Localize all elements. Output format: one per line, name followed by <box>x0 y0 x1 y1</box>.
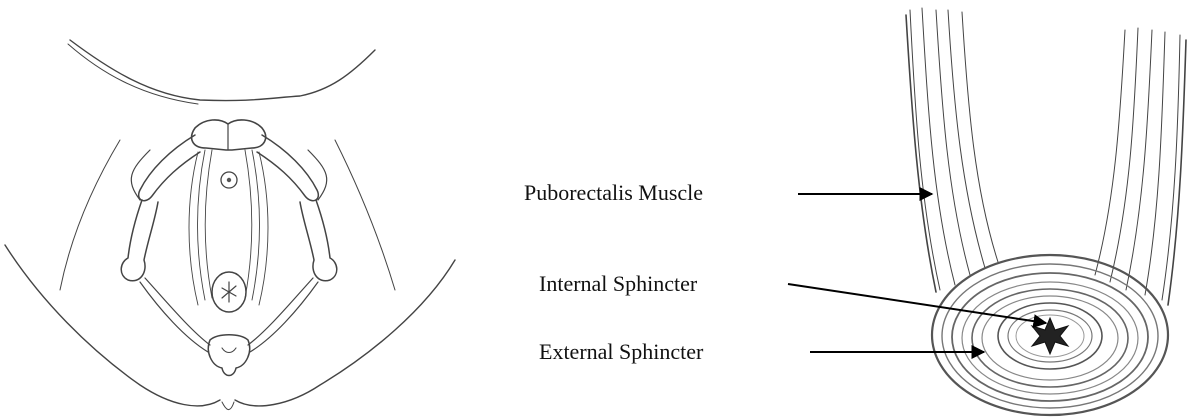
external-sphincter-label: External Sphincter <box>539 339 703 365</box>
sphincter-illustration: Puborectalis Muscle Internal Sphincter E… <box>470 0 1203 420</box>
pelvic-floor-illustration <box>0 0 460 420</box>
internal-sphincter-arrow <box>788 284 1046 323</box>
puborectalis-muscle-left <box>906 8 998 292</box>
puborectalis-muscle-label: Puborectalis Muscle <box>524 180 703 206</box>
pelvic-floor-drawing <box>0 0 460 420</box>
puborectalis-muscle-right <box>1095 28 1186 305</box>
internal-sphincter-label: Internal Sphincter <box>539 271 697 297</box>
